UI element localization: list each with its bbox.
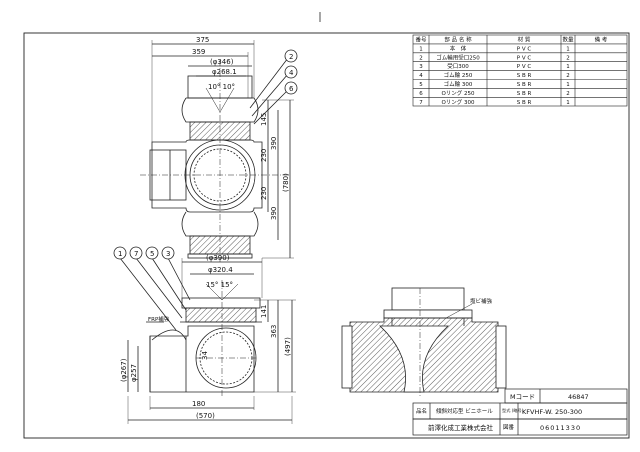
drawing-no: 06011330 xyxy=(540,424,581,432)
table-cell: 1 xyxy=(566,46,570,52)
code-label: Mコード xyxy=(510,393,535,401)
table-cell: P V C xyxy=(517,46,532,52)
callout-5: 5 xyxy=(150,250,154,258)
table-cell: 5 xyxy=(419,82,423,88)
dim-497: (497) xyxy=(284,337,292,356)
callout-7: 7 xyxy=(134,250,138,258)
table-cell: 受口300 xyxy=(447,62,469,70)
frp-label: FRP補強 xyxy=(148,315,170,323)
dim-phi267: (φ267) xyxy=(120,358,128,382)
dim-363: 363 xyxy=(270,325,278,338)
table-cell: 3 xyxy=(419,64,423,70)
dim-angle-front: 15° 15° xyxy=(206,281,233,289)
dim-375: 375 xyxy=(196,36,209,44)
table-header-cell: 数量 xyxy=(562,36,574,44)
table-cell: 1 xyxy=(419,46,423,52)
table-cell: 1 xyxy=(566,82,570,88)
drawing-no-label: 図番 xyxy=(503,424,515,431)
dim-359: 359 xyxy=(192,48,205,56)
table-cell: Oリング 300 xyxy=(441,98,475,106)
dim-230a: 230 xyxy=(260,149,268,162)
table-cell: ゴム輪 250 xyxy=(444,71,473,79)
dim-230b: 230 xyxy=(260,187,268,200)
top-view-callouts xyxy=(284,49,298,95)
table-cell: 2 xyxy=(566,55,570,61)
name-label: 品名 xyxy=(416,407,427,415)
code-value: 46847 xyxy=(568,393,589,401)
table-cell: Oリング 250 xyxy=(441,89,475,97)
table-cell: S B R xyxy=(517,100,532,106)
table-cell: S B R xyxy=(517,73,532,79)
front-view xyxy=(119,257,296,424)
table-cell: 7 xyxy=(419,100,423,106)
model-value: KFVHF-W. 250-300 xyxy=(522,408,582,416)
dim-phi390: (φ390) xyxy=(206,254,230,262)
front-view-callouts xyxy=(113,246,175,260)
table-cell: 6 xyxy=(419,91,423,97)
model-label: 型式 (略号) xyxy=(502,407,524,414)
table-cell: 4 xyxy=(419,73,423,79)
table-cell: 2 xyxy=(566,73,570,79)
dim-phi320: φ320.4 xyxy=(208,266,233,274)
table-cell: S B R xyxy=(517,82,532,88)
table-cell: 2 xyxy=(566,91,570,97)
dim-390b: 390 xyxy=(270,207,278,220)
dim-phi268: φ268.1 xyxy=(212,68,237,76)
dim-145: 145 xyxy=(260,113,268,126)
section-label: 塩ビ補強 xyxy=(470,297,493,305)
callout-4: 4 xyxy=(289,69,294,77)
dim-phi257: φ257 xyxy=(130,364,138,382)
callout-3: 3 xyxy=(166,250,170,258)
top-view xyxy=(140,40,294,262)
name-value: 傾斜対応型 ビニホール xyxy=(436,407,493,415)
dim-390a: 390 xyxy=(270,137,278,150)
dim-angle-top: 10° 10° xyxy=(208,83,235,91)
callout-1: 1 xyxy=(118,250,122,258)
table-cell: 2 xyxy=(419,55,423,61)
dim-780: (780) xyxy=(282,173,290,192)
table-cell: P V C xyxy=(517,64,532,70)
dim-570: (570) xyxy=(196,412,215,420)
table-header-cell: 部 品 名 称 xyxy=(444,36,472,44)
section-view xyxy=(341,287,507,398)
dim-180: 180 xyxy=(192,400,205,408)
dim-34: 34 xyxy=(201,351,209,360)
dim-141: 141 xyxy=(260,305,268,318)
sheet-border xyxy=(23,32,630,439)
table-header-cell: 備 考 xyxy=(595,36,608,44)
table-cell: 1 xyxy=(566,64,570,70)
table-cell: 1 xyxy=(566,100,570,106)
table-header-cell: 材 質 xyxy=(518,36,531,44)
callout-6: 6 xyxy=(289,85,294,93)
top-view-dims: 375 359 (φ346) φ268.1 10° 10° 145 390 23… xyxy=(192,36,290,220)
table-cell: ゴム輪 300 xyxy=(444,80,473,88)
title-block xyxy=(412,388,628,436)
table-cell: S B R xyxy=(517,91,532,97)
callout-2: 2 xyxy=(289,53,293,61)
table-cell: ゴム輪用受口250 xyxy=(436,53,480,61)
company-name: 前澤化成工業株式会社 xyxy=(428,423,494,432)
table-cell: P V C xyxy=(517,55,532,61)
table-cell: 本 体 xyxy=(450,44,467,52)
dim-phi346: (φ346) xyxy=(210,58,234,66)
parts-table: 番号 部 品 名 称 材 質 数量 備 考 1 本 体 P V C 1 2 ゴム輪用受口250 P V… xyxy=(412,34,628,107)
table-header-cell: 番号 xyxy=(415,37,427,44)
